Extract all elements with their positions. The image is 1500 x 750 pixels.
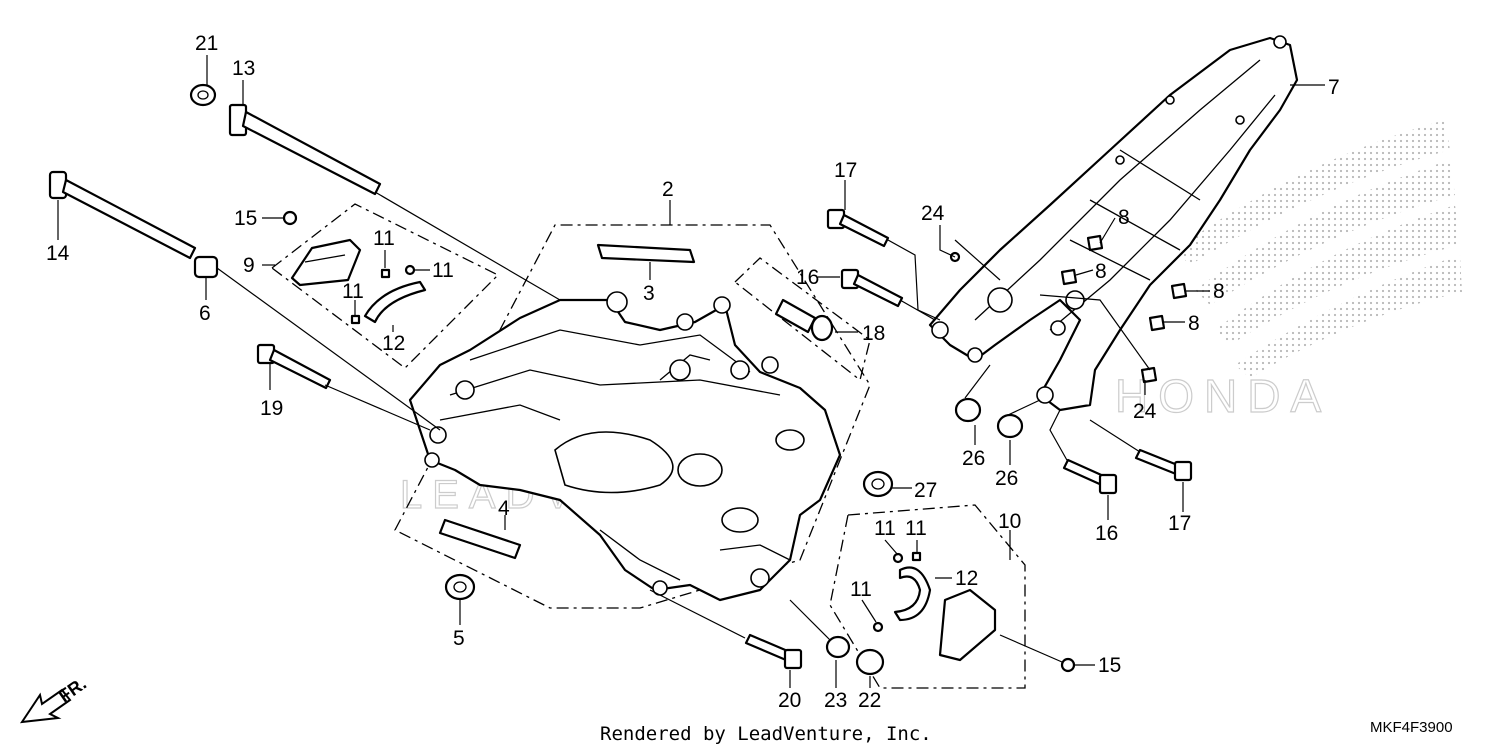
callout-27: 27 — [914, 479, 937, 502]
callout-23: 23 — [824, 689, 847, 712]
nut-22 — [855, 648, 885, 676]
bolt-16-top — [840, 268, 904, 308]
callout-3: 3 — [643, 282, 655, 305]
guard-3 — [596, 243, 696, 264]
callout-15-top: 15 — [234, 207, 257, 230]
callout-15-bottom: 15 — [1098, 654, 1121, 677]
callout-19: 19 — [260, 397, 283, 420]
front-arrow-icon — [19, 688, 72, 724]
callout-11-top: 11 — [373, 227, 395, 250]
callout-4: 4 — [498, 497, 510, 520]
callout-11-left: 11 — [342, 280, 364, 303]
clip-12-top — [363, 280, 427, 324]
callout-6: 6 — [199, 302, 211, 325]
bolt-20 — [744, 633, 803, 670]
bolt-19 — [256, 343, 332, 390]
bolt-16-bottom — [1062, 458, 1118, 495]
callout-26-right: 26 — [995, 467, 1018, 490]
callout-9: 9 — [243, 254, 255, 277]
nut-26-left — [954, 397, 982, 423]
cover-9 — [290, 238, 362, 287]
honda-wing-watermark: HONDA — [1114, 120, 1462, 423]
screw-15-top — [282, 210, 298, 226]
callout-11-b1: 11 — [874, 517, 896, 540]
bolt-18-stud — [774, 298, 834, 342]
callout-13: 13 — [232, 57, 255, 80]
callout-11-b2: 11 — [905, 517, 927, 540]
callout-16-top: 16 — [796, 266, 819, 289]
callout-11-right: 11 — [432, 259, 454, 282]
callout-2: 2 — [662, 178, 674, 201]
bolt-17-top — [826, 208, 890, 248]
callout-26-left: 26 — [962, 447, 985, 470]
callout-8-d: 8 — [1188, 312, 1200, 335]
leader-lines — [57, 55, 1325, 688]
group-boundary-9 — [270, 203, 500, 369]
rubbers-8 — [1060, 234, 1188, 332]
group-boundary-2 — [394, 224, 871, 609]
callout-21: 21 — [195, 32, 218, 55]
washer-23 — [825, 635, 851, 659]
nut-21 — [189, 83, 217, 107]
cover-10 — [938, 588, 997, 662]
long-bolt-14 — [48, 170, 197, 260]
guard-4 — [438, 518, 522, 560]
callout-16-bottom: 16 — [1095, 522, 1118, 545]
collar-6 — [193, 255, 219, 279]
rear-subframe — [928, 35, 1299, 412]
callout-18: 18 — [862, 322, 885, 345]
callout-8-b: 8 — [1095, 260, 1107, 283]
screw-15-bottom — [1060, 657, 1076, 673]
bolt-17-bottom — [1134, 448, 1193, 482]
diagram-code: MKF4F3900 — [1370, 719, 1453, 736]
callout-14: 14 — [46, 242, 70, 265]
callout-8-a: 8 — [1118, 206, 1130, 229]
collar-5 — [444, 573, 476, 601]
callout-17-bottom: 17 — [1168, 512, 1191, 535]
main-frame — [408, 291, 842, 602]
callout-12-bottom: 12 — [955, 567, 978, 590]
callout-24-bottom: 24 — [1133, 400, 1157, 423]
nut-26-right — [996, 413, 1024, 439]
front-direction-indicator: FR. — [19, 673, 90, 724]
callout-12-top: 12 — [382, 332, 405, 355]
collar-27 — [862, 470, 894, 498]
callout-17-top: 17 — [834, 159, 857, 182]
callout-7: 7 — [1328, 76, 1340, 99]
callout-24-top: 24 — [921, 202, 945, 225]
callout-20: 20 — [778, 689, 801, 712]
clip-12-bottom — [893, 566, 932, 622]
long-bolt-13 — [228, 103, 382, 196]
render-credit: Rendered by LeadVenture, Inc. — [600, 723, 932, 745]
callout-10: 10 — [998, 510, 1021, 533]
callout-8-c: 8 — [1213, 280, 1225, 303]
callout-labels: 21 13 14 6 15 9 11 11 11 12 2 3 4 5 19 1… — [46, 32, 1340, 712]
callout-5: 5 — [453, 627, 465, 650]
group-boundary-10 — [829, 504, 1026, 689]
callout-22: 22 — [858, 689, 881, 712]
callout-11-b3: 11 — [850, 578, 872, 601]
